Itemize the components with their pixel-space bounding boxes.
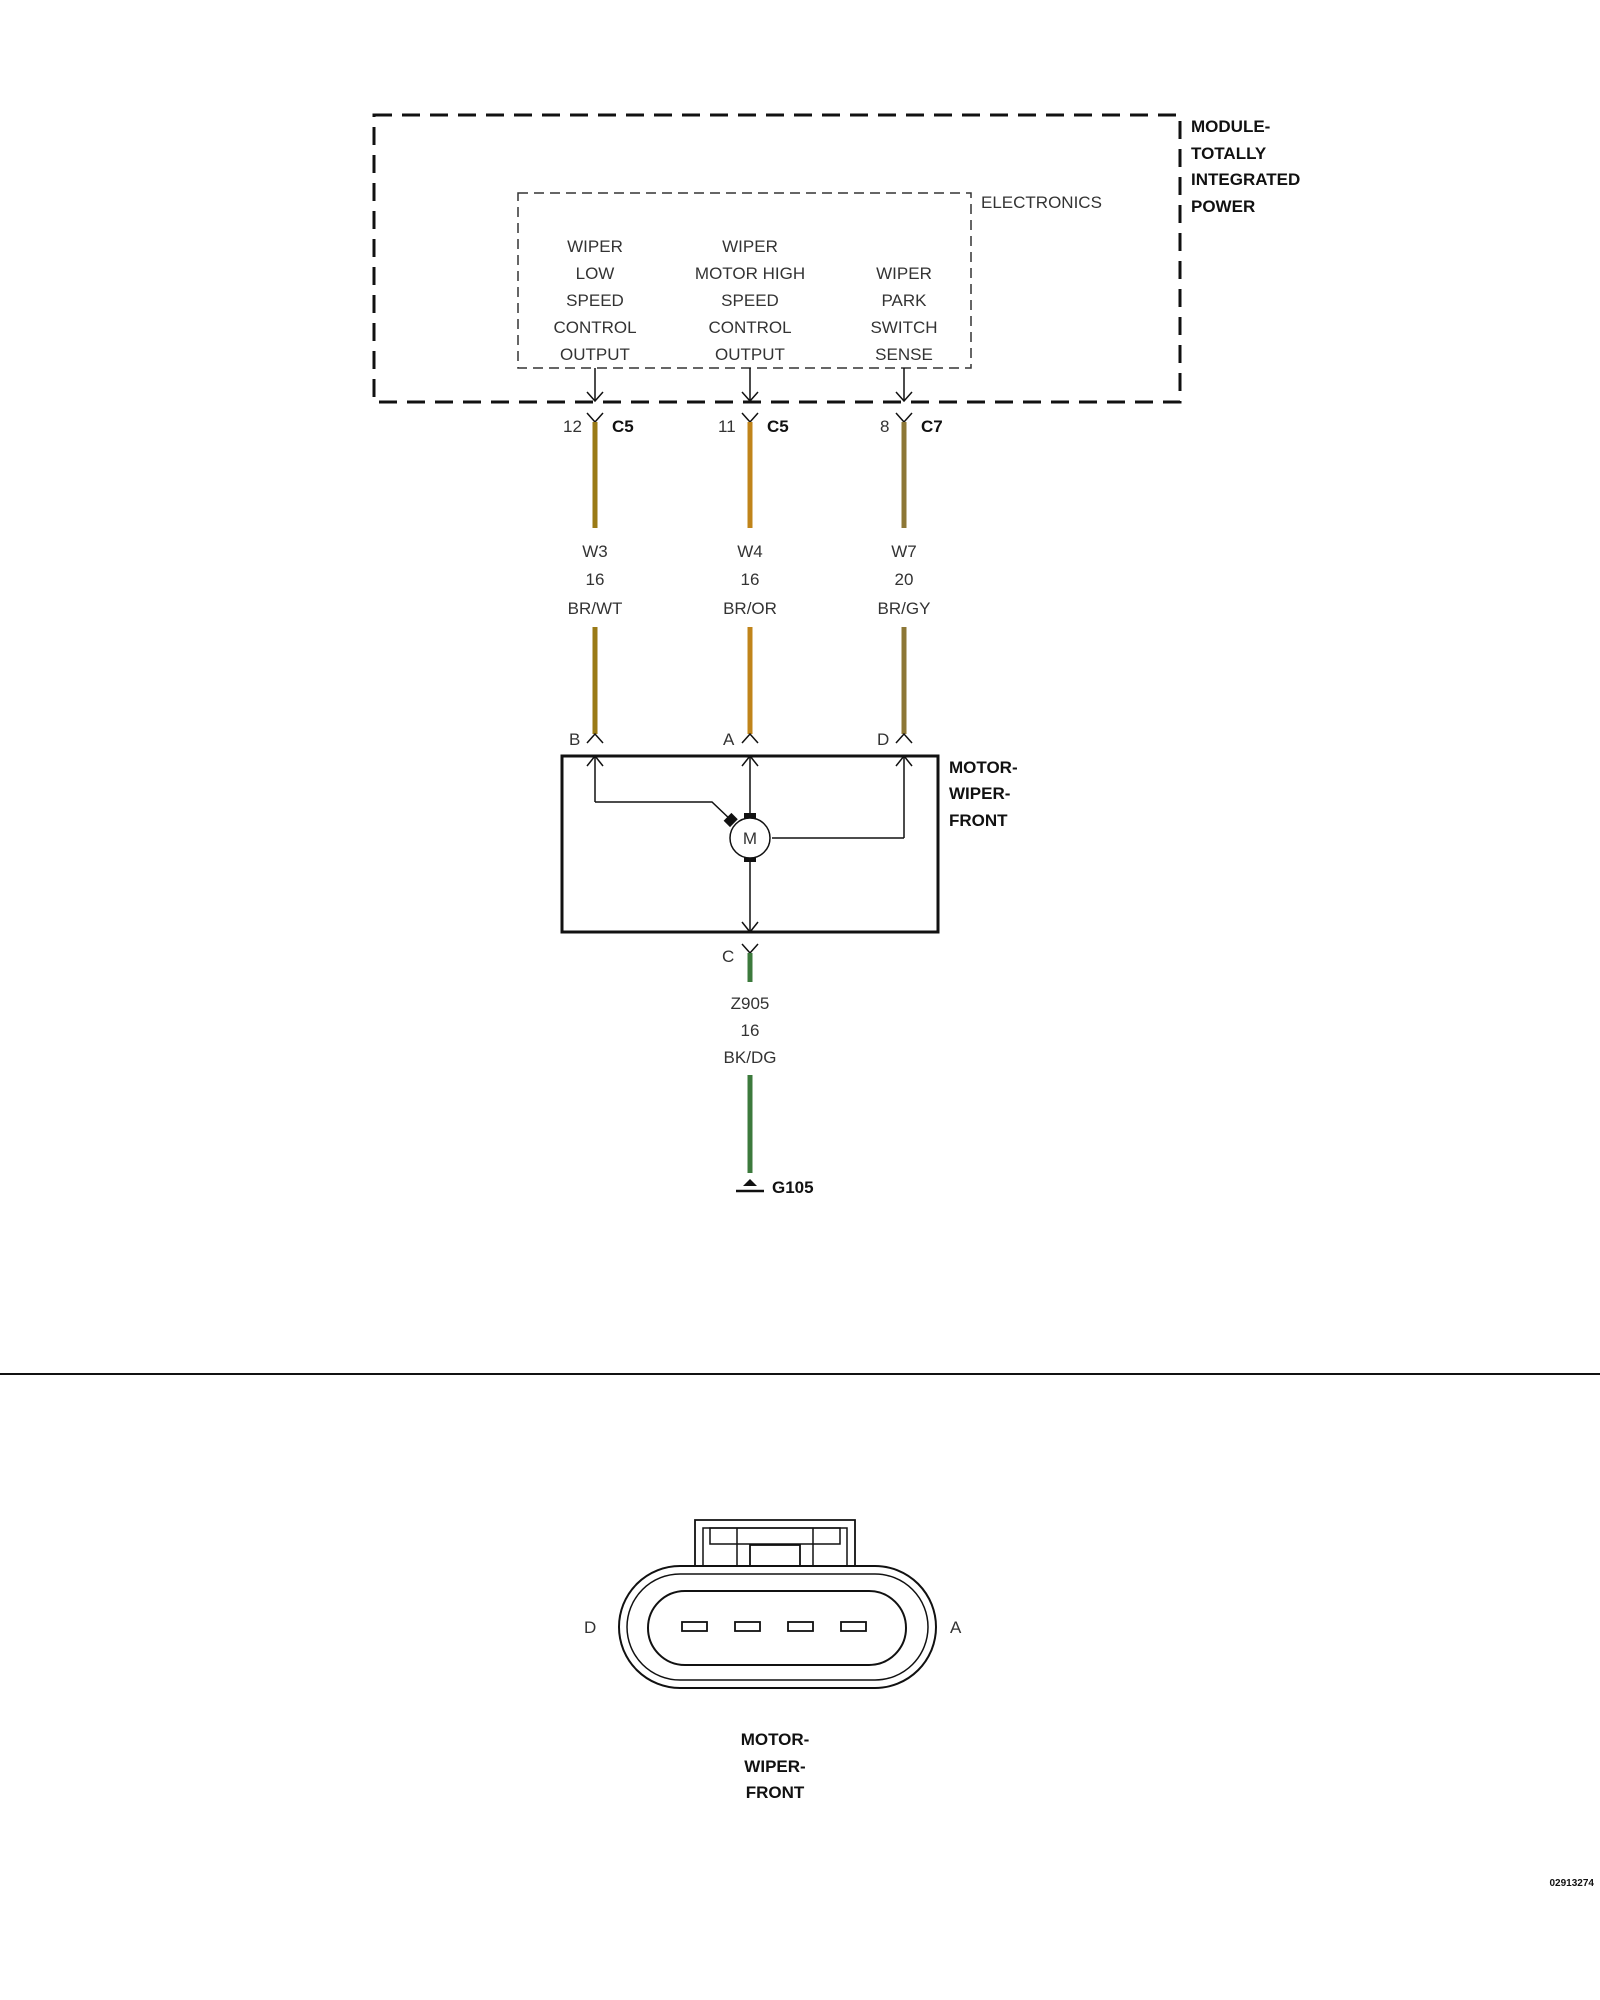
svg-text:BR/OR: BR/OR (723, 599, 777, 618)
svg-text:MOTOR-: MOTOR- (741, 1730, 810, 1749)
svg-text:BR/WT: BR/WT (568, 599, 623, 618)
module-name: MODULE- TOTALLY INTEGRATED POWER (1191, 117, 1300, 216)
svg-text:BK/DG: BK/DG (724, 1048, 777, 1067)
svg-text:MOTOR HIGH: MOTOR HIGH (695, 264, 805, 283)
svg-text:W4: W4 (737, 542, 763, 561)
svg-text:PARK: PARK (881, 291, 927, 310)
svg-text:8: 8 (880, 417, 889, 436)
svg-text:W7: W7 (891, 542, 917, 561)
svg-text:M: M (743, 829, 757, 848)
svg-text:FRONT: FRONT (746, 1783, 805, 1802)
module-box (372, 113, 1182, 404)
svg-text:WIPER-: WIPER- (744, 1757, 805, 1776)
svg-text:16: 16 (586, 570, 605, 589)
output-label-low-speed: WIPER LOW SPEED CONTROL OUTPUT (553, 237, 636, 364)
connector-right-pin-label: A (950, 1618, 962, 1637)
ground-name: G105 (772, 1178, 814, 1197)
svg-text:SPEED: SPEED (721, 291, 779, 310)
svg-text:C5: C5 (767, 417, 789, 436)
svg-text:OUTPUT: OUTPUT (715, 345, 785, 364)
motor-symbol: M (723, 812, 771, 862)
svg-text:WIPER-: WIPER- (949, 784, 1010, 803)
svg-text:B: B (569, 730, 580, 749)
svg-text:A: A (723, 730, 735, 749)
svg-text:FRONT: FRONT (949, 811, 1008, 830)
motor-pin-labels: B A D (569, 730, 889, 749)
motor-connector-symbols (586, 732, 913, 744)
svg-text:SPEED: SPEED (566, 291, 624, 310)
wire-label-w7: W7 20 BR/GY (878, 542, 931, 618)
svg-text:C5: C5 (612, 417, 634, 436)
ground-pin-label: C (722, 947, 734, 966)
svg-text:16: 16 (741, 1021, 760, 1040)
figure-id: 02913274 (1550, 1878, 1595, 1889)
wire-label-z905: Z905 16 BK/DG (724, 994, 777, 1067)
module-output-arrows (586, 368, 913, 403)
svg-text:CONTROL: CONTROL (553, 318, 636, 337)
output-label-high-speed: WIPER MOTOR HIGH SPEED CONTROL OUTPUT (695, 237, 805, 364)
motor-internal-wiring (586, 754, 913, 934)
svg-text:11: 11 (718, 417, 736, 436)
svg-text:POWER: POWER (1191, 197, 1255, 216)
connector-left-pin-label: D (584, 1618, 596, 1637)
svg-text:MOTOR-: MOTOR- (949, 758, 1018, 777)
ground-connector-symbol (741, 943, 759, 955)
svg-text:WIPER: WIPER (722, 237, 778, 256)
electronics-box (517, 192, 972, 369)
svg-text:WIPER: WIPER (876, 264, 932, 283)
svg-text:16: 16 (741, 570, 760, 589)
wire-label-w4: W4 16 BR/OR (723, 542, 777, 618)
svg-text:D: D (877, 730, 889, 749)
svg-text:SENSE: SENSE (875, 345, 933, 364)
output-label-park-switch: WIPER PARK SWITCH SENSE (870, 264, 937, 364)
module-connector-symbols (586, 412, 913, 424)
svg-text:WIPER: WIPER (567, 237, 623, 256)
svg-text:SWITCH: SWITCH (870, 318, 937, 337)
module-pin-labels: 12 C5 11 C5 8 C7 (563, 417, 943, 436)
ground-symbol (736, 1179, 764, 1193)
motor-name: MOTOR- WIPER- FRONT (949, 758, 1018, 830)
svg-text:TOTALLY: TOTALLY (1191, 144, 1267, 163)
connector-face-view (618, 1519, 937, 1689)
svg-text:Z905: Z905 (731, 994, 770, 1013)
svg-text:CONTROL: CONTROL (708, 318, 791, 337)
svg-text:INTEGRATED: INTEGRATED (1191, 170, 1300, 189)
svg-text:W3: W3 (582, 542, 608, 561)
svg-text:MODULE-: MODULE- (1191, 117, 1270, 136)
svg-text:BR/GY: BR/GY (878, 599, 931, 618)
svg-text:LOW: LOW (576, 264, 615, 283)
svg-text:OUTPUT: OUTPUT (560, 345, 630, 364)
svg-text:C7: C7 (921, 417, 943, 436)
svg-text:12: 12 (563, 417, 582, 436)
wire-label-w3: W3 16 BR/WT (568, 542, 623, 618)
svg-text:20: 20 (895, 570, 914, 589)
electronics-label: ELECTRONICS (981, 193, 1102, 212)
connector-view-name: MOTOR- WIPER- FRONT (741, 1730, 810, 1802)
